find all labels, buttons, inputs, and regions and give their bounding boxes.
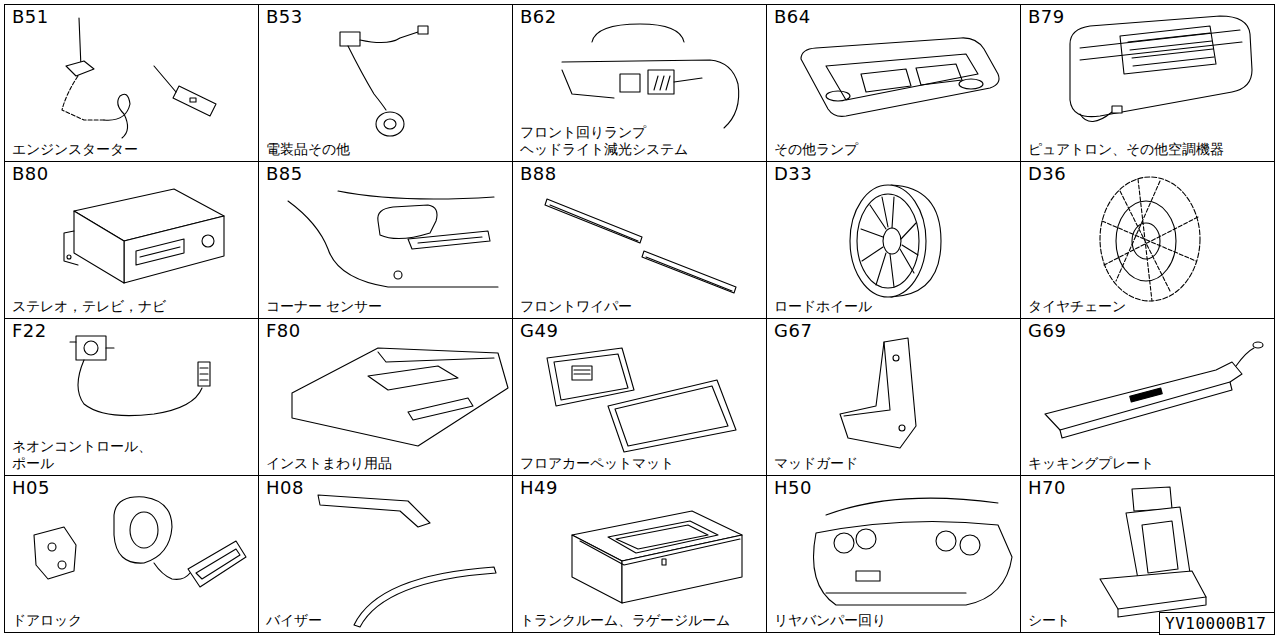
wheel-drawing <box>850 185 941 297</box>
air-purifier-drawing <box>1070 16 1252 122</box>
group-name: その他ランプ <box>774 141 858 158</box>
front-lamp-drawing <box>562 24 739 128</box>
group-name: バイザー <box>266 612 322 629</box>
catalog-cell: F80 インストまわり用品 <box>258 318 513 476</box>
group-name: フロアカーペットマット <box>520 455 674 472</box>
catalog-cell: B85 コーナー センサー <box>258 161 513 319</box>
group-code: B80 <box>12 164 252 184</box>
trunk-box-drawing <box>572 511 742 603</box>
corner-sensor-drawing <box>288 191 498 287</box>
group-name: フロント回りランプ ヘッドライト減光システム <box>520 124 760 158</box>
group-name: リヤバンパー回り <box>774 612 886 629</box>
catalog-cell: B62 フロント回りランプ ヘッドライト減光システム <box>512 4 767 162</box>
catalog-cell: B51 エンジンスターター <box>4 4 259 162</box>
electrical-parts-drawing <box>340 26 428 136</box>
group-name: マッドガード <box>774 455 858 472</box>
catalog-cell: F22 ネオンコントロール、 ポール <box>4 318 259 476</box>
group-name: ドアロック <box>12 612 82 629</box>
catalog-cell: H08 バイザー <box>258 475 513 633</box>
wiper-drawing <box>545 199 736 293</box>
group-name: コーナー センサー <box>266 298 382 315</box>
catalog-cell: H70 シート <box>1020 475 1275 633</box>
group-code: B51 <box>12 7 252 27</box>
group-name: エンジンスターター <box>12 141 138 158</box>
catalog-cell: B53 電装品その他 <box>258 4 513 162</box>
figure-number-box: YV10000B17 <box>1159 612 1275 635</box>
group-code: B53 <box>266 7 506 27</box>
group-code: D33 <box>774 164 1014 184</box>
group-code: G67 <box>774 321 1014 341</box>
group-code: H05 <box>12 478 252 498</box>
group-code: D36 <box>1028 164 1268 184</box>
door-lock-drawing <box>34 497 246 587</box>
catalog-cell: B88 フロントワイパー <box>512 161 767 319</box>
group-code: H08 <box>266 478 506 498</box>
mud-guard-drawing <box>840 338 916 448</box>
catalog-cell: G69 キッキングプレート <box>1020 318 1275 476</box>
console-panel-drawing <box>292 348 508 446</box>
catalog-cell: D36 タイヤチェーン <box>1020 161 1275 319</box>
group-code: B85 <box>266 164 506 184</box>
group-code: H49 <box>520 478 760 498</box>
group-code: H70 <box>1028 478 1268 498</box>
group-name: トランクルーム、ラゲージルーム <box>520 612 730 629</box>
rear-bumper-drawing <box>814 498 1013 605</box>
group-name: ステレオ，テレビ，ナビ <box>12 298 166 315</box>
group-code: G49 <box>520 321 760 341</box>
figure-number: YV10000B17 <box>1165 614 1266 634</box>
group-name: 電装品その他 <box>266 141 350 158</box>
group-code: G69 <box>1028 321 1268 341</box>
catalog-cell: H05 ドアロック <box>4 475 259 633</box>
catalog-cell: H50 リヤバンパー回り <box>766 475 1021 633</box>
group-code: B79 <box>1028 7 1268 27</box>
engine-starter-drawing <box>62 18 216 138</box>
group-name: タイヤチェーン <box>1028 298 1126 315</box>
seat-drawing <box>1100 487 1206 617</box>
room-lamp-drawing <box>801 38 999 116</box>
kicking-plate-drawing <box>1045 342 1263 438</box>
group-name: シート <box>1028 612 1070 629</box>
group-name: キッキングプレート <box>1028 455 1154 472</box>
group-name: ネオンコントロール、 ポール <box>12 438 182 472</box>
floor-mat-drawing <box>547 348 736 452</box>
group-name: フロントワイパー <box>520 298 632 315</box>
catalog-cell: B80 ステレオ，テレビ，ナビ <box>4 161 259 319</box>
group-code: H50 <box>774 478 1014 498</box>
group-code: B64 <box>774 7 1014 27</box>
catalog-cell: D33 ロードホイール <box>766 161 1021 319</box>
group-name: インストまわり用品 <box>266 455 392 472</box>
catalog-cell: G67 マッドガード <box>766 318 1021 476</box>
group-code: B88 <box>520 164 760 184</box>
group-code: F80 <box>266 321 506 341</box>
group-name: ピュアトロン、その他空調機器 <box>1028 141 1224 158</box>
stereo-drawing <box>64 189 224 283</box>
catalog-cell: H49 トランクルーム、ラゲージルーム <box>512 475 767 633</box>
catalog-cell: B79 ピュアトロン、その他空調機器 <box>1020 4 1275 162</box>
neon-control-drawing <box>70 336 210 416</box>
catalog-cell: G49 フロアカーペットマット <box>512 318 767 476</box>
group-code: B62 <box>520 7 760 27</box>
tire-chain-drawing <box>1100 177 1200 301</box>
catalog-cell: B64 その他ランプ <box>766 4 1021 162</box>
group-code: F22 <box>12 321 252 341</box>
group-name: ロードホイール <box>774 298 872 315</box>
visor-drawing <box>318 495 496 627</box>
